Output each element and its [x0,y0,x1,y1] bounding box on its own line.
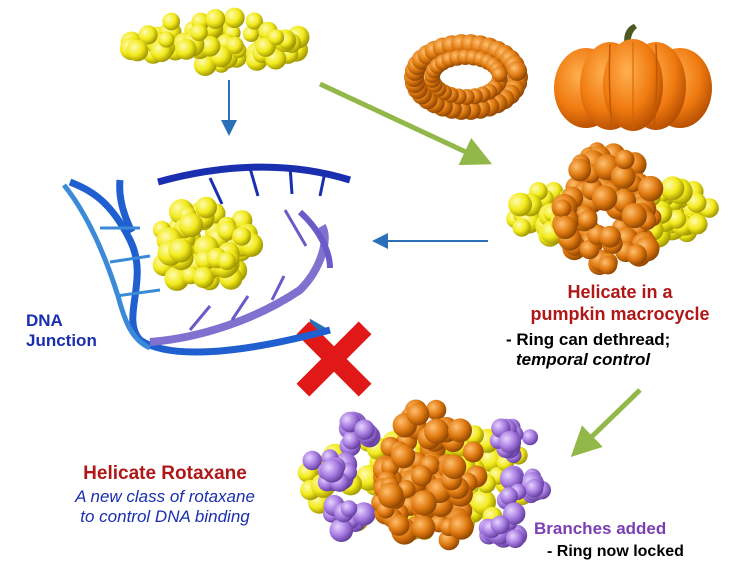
branch-atom [498,430,522,454]
branch-atom [522,429,538,446]
helicate-atom [178,212,203,237]
branches-note: - Ring now locked [547,543,684,560]
helicate-atom [192,266,215,289]
helicate-macrocycle-note: - Ring can dethread; temporal control [506,330,671,370]
macrocycle-atom [598,255,618,275]
helicate-in-macrocycle [506,142,719,275]
helicate-atom [199,35,221,57]
branch-atom [503,502,526,525]
helicate-atom [224,7,245,29]
branch-atom [352,502,376,526]
helicate-atom [268,29,285,46]
branch-atom [340,500,358,517]
branch-atom [490,515,510,535]
macrocycle-atom [621,203,647,229]
macrocycle-atom [388,514,410,536]
rotaxane-molecule [297,399,551,551]
branch-atom [505,529,525,549]
macrocycle-atom [441,454,467,480]
rotaxane-subtitle: A new class of rotaxane to control DNA b… [75,487,255,526]
macrocycle-atom [591,185,618,211]
macrocycle-atom [406,402,430,426]
helicate-atom [226,36,244,55]
branches-title: Branches added [534,519,667,538]
macrocycle-atom [424,418,450,444]
macrocycle-ring [404,34,528,120]
macrocycle-atom [411,465,432,487]
dna-junction-label: DNA Junction [26,311,97,351]
helicate-atom [195,196,217,219]
macrocycle-atom [568,158,592,182]
arrow-macrocycle-to-rotaxane [570,388,642,457]
branch-atom [329,518,354,542]
branch-atom [320,458,344,483]
macrocycle-atom [626,244,647,265]
helicate-atom [158,31,175,48]
helicate-atom [190,23,208,42]
branch-atom [525,479,544,498]
branch-atom [499,487,518,506]
macrocycle-atom [610,164,636,189]
macrocycle-atom [448,514,474,540]
pumpkin-photo [554,24,712,131]
helicate-atom [205,9,226,29]
helicate-atom [232,226,252,246]
arrow-helicate-to-macrocycle [318,81,493,166]
macrocycle-atom [553,215,577,240]
macrocycle-atom [377,482,404,509]
helicate-atom [512,218,531,237]
macrocycle-atom [599,225,621,248]
helicate-atom [168,238,193,263]
helicate-atom [245,12,263,30]
blocked-cross-icon [296,321,372,397]
branch-atom [354,419,375,440]
macrocycle-atom [614,149,635,170]
helicate-atom [162,12,181,31]
branch-atom [302,450,322,471]
helicate-atom [242,25,260,42]
helicate-macrocycle-title: Helicate in a pumpkin macrocycle [530,282,710,324]
helicate-molecule [119,7,310,76]
macrocycle-atom [411,490,437,516]
helicate-atom [175,38,197,60]
helicate-atom [217,251,236,271]
helicate-atom [687,214,708,235]
branch-atom [342,431,361,450]
macrocycle-atom [637,175,664,202]
helicate-atom [126,39,149,62]
rotaxane-title: Helicate Rotaxane [83,463,247,484]
helicate-atom [660,176,685,201]
helicate-atom [686,192,707,213]
macrocycle-atom [425,399,447,421]
macrocycle-atom [448,418,472,443]
helicate-in-dna [152,196,264,291]
dna-junction [62,163,352,356]
helicate-atom [508,192,532,217]
macrocycle-atom [411,515,436,540]
macrocycle-atom [462,441,484,463]
macrocycle-hole [448,68,484,86]
macrocycle-atom [491,66,508,83]
macrocycle-atom [553,199,572,218]
helicate-atom [138,25,158,45]
macrocycle-atom [507,60,528,81]
macrocycle-atom [577,210,598,230]
macrocycle-atom [390,443,416,469]
